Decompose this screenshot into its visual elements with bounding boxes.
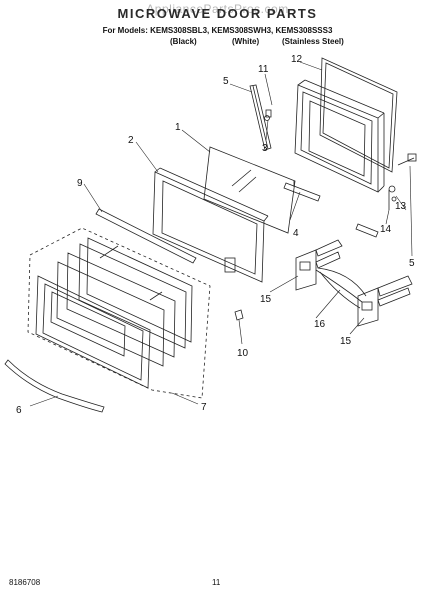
footer-page-number: 11: [212, 578, 221, 587]
part-door-handle: [4, 359, 105, 413]
part-door-assembly: [27, 227, 211, 399]
finish-stainless: (Stainless Steel): [282, 37, 344, 46]
part-gasket-strip: [95, 208, 197, 264]
part-door-frame: [294, 79, 385, 193]
part-screw: [388, 153, 417, 202]
part-rear-panel: [319, 57, 398, 173]
callout-1: 1: [175, 122, 181, 133]
callout-11: 11: [258, 64, 269, 75]
callout-4: 4: [293, 228, 299, 239]
callout-9: 9: [77, 178, 83, 189]
callout-3: 3: [262, 143, 268, 154]
callout-7: 7: [201, 402, 207, 413]
part-inner-frame: [152, 167, 269, 283]
callout-2: 2: [128, 135, 134, 146]
callout-10: 10: [237, 348, 249, 359]
callout-12: 12: [291, 54, 303, 65]
callout-13: 13: [395, 201, 407, 212]
footer-part-number: 8186708: [9, 578, 41, 587]
diagram-title: MICROWAVE DOOR PARTS: [117, 6, 318, 21]
part-link-cable: [315, 267, 367, 309]
part-hinge-assembly: [295, 239, 413, 327]
model-list: For Models: KEMS308SBL3, KEMS308SWH3, KE…: [102, 26, 333, 35]
leader-lines: [29, 61, 413, 407]
finish-white: (White): [232, 37, 260, 46]
callout-5-top: 5: [223, 76, 229, 87]
part-clip: [265, 109, 272, 118]
part-glass-pane: [203, 146, 296, 234]
watermark: AppliancePartsPros.com: [146, 2, 289, 16]
callout-6: 6: [16, 405, 22, 416]
callout-5-right: 5: [409, 258, 415, 269]
part-small-clip: [234, 309, 244, 321]
callout-16: 16: [314, 319, 326, 330]
part-hinge-strip: [249, 84, 272, 151]
callout-15-left: 15: [260, 294, 272, 305]
callout-14: 14: [380, 224, 392, 235]
callout-15-right: 15: [340, 336, 352, 347]
finish-black: (Black): [170, 37, 197, 46]
part-bracket: [283, 181, 379, 238]
